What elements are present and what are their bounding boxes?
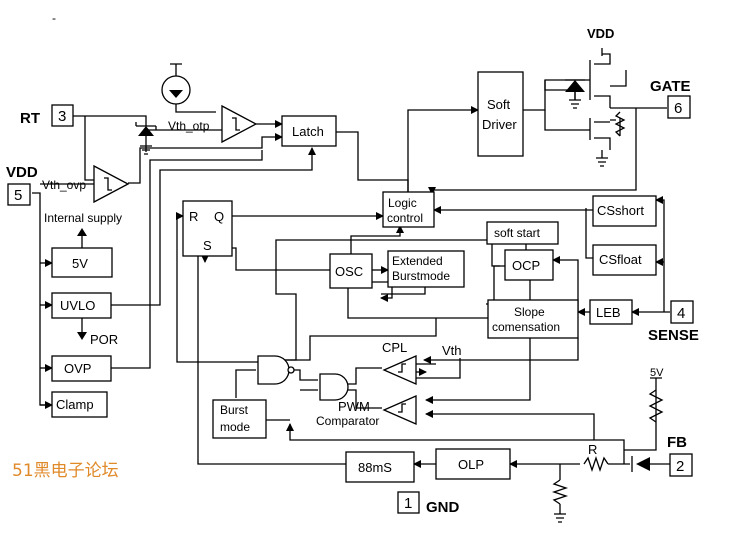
csfloat-block (592, 244, 657, 276)
burst-mode-block (212, 399, 267, 439)
soft-start-block (486, 221, 559, 245)
gnd-resistor-icon (551, 479, 569, 505)
vth-label: Vth (442, 343, 462, 358)
latch-block (281, 115, 337, 147)
cpl-comparator (382, 355, 417, 385)
ovp-label: OVP (64, 361, 91, 376)
slope-label-1: Slope (514, 305, 545, 319)
and-gate-1 (257, 355, 295, 385)
v5-block (51, 247, 113, 278)
vth-otp-label: Vth_otp (168, 119, 210, 133)
pin-vdd-number: 5 (14, 187, 22, 204)
csshort-block (592, 195, 657, 227)
olp-label: OLP (458, 457, 484, 472)
pin-gate-box (667, 95, 691, 119)
fb-pullup-resistor-icon (648, 377, 664, 423)
ovp-comparator (93, 164, 130, 204)
pin-gate-number: 6 (674, 100, 682, 117)
otp-comparator (221, 104, 258, 144)
vdd-top-label: VDD (587, 26, 614, 41)
ovp-block (51, 355, 112, 382)
pin-rt-box (51, 104, 74, 127)
csfloat-label: CSfloat (599, 252, 642, 267)
ocp-block (504, 249, 554, 281)
ground-icon (554, 157, 608, 523)
pin-vdd-name: VDD (6, 164, 38, 181)
pin-sense-number: 4 (677, 305, 685, 322)
clamp-block (51, 391, 108, 418)
watermark: 51黑电子论坛 (12, 461, 119, 481)
rs-r-label: R (189, 209, 198, 224)
leb-label: LEB (596, 305, 621, 320)
cpl-label: CPL (382, 340, 407, 355)
csshort-label: CSshort (597, 203, 644, 218)
logic-control-label-1: Logic (388, 196, 417, 210)
pin-fb-name: FB (667, 434, 687, 451)
soft-driver-label-1: Soft (487, 97, 511, 112)
extended-burstmode-block (387, 250, 465, 288)
driver-zener-icon (565, 79, 585, 109)
pwm-comparator (382, 395, 417, 425)
burst-mode-label-1: Burst (220, 403, 249, 417)
pin-gnd-number: 1 (404, 495, 412, 512)
fb-resistor-label: R (588, 442, 597, 457)
logic-control-label-2: control (387, 211, 423, 225)
ext-burst-label-2: Burstmode (392, 269, 450, 283)
osc-label: OSC (335, 264, 363, 279)
osc-block (329, 253, 373, 289)
internal-supply-label: Internal supply (44, 211, 122, 225)
pin-rt-name: RT (20, 110, 40, 127)
fb-resistor-icon (583, 455, 609, 473)
v5-label: 5V (72, 256, 88, 271)
soft-driver-label-2: Driver (482, 117, 517, 132)
pin-vdd-box (7, 183, 31, 206)
slope-compensation-block (487, 299, 579, 339)
clamp-label: Clamp (56, 397, 94, 412)
leb-block (589, 299, 633, 325)
pin-sense-name: SENSE (648, 327, 699, 344)
ms88-block (345, 451, 415, 483)
pin-rt-number: 3 (58, 108, 66, 125)
and-gate-2 (319, 373, 349, 401)
ext-burst-label-1: Extended (392, 254, 443, 268)
logic-control-block (382, 191, 435, 228)
pin-fb-box (669, 453, 693, 477)
stray-dash: - (52, 11, 56, 25)
uvlo-label: UVLO (60, 298, 95, 313)
rs-q-label: Q (214, 209, 224, 224)
pin-gnd-name: GND (426, 499, 460, 516)
temp-sensor-icon (161, 63, 191, 105)
ms88-label: 88mS (358, 460, 392, 475)
pin-sense-box (670, 300, 694, 324)
gate-resistor-icon (614, 111, 626, 137)
pin-gate-name: GATE (650, 78, 691, 95)
soft-start-label: soft start (494, 226, 541, 240)
rs-flipflop-block (182, 200, 233, 257)
latch-label: Latch (292, 124, 324, 139)
pin-fb-number: 2 (676, 458, 684, 475)
por-label: POR (90, 332, 118, 347)
burst-mode-label-2: mode (220, 420, 250, 434)
soft-driver-block (477, 71, 524, 157)
vth-ovp-label: Vth_ovp (42, 178, 86, 192)
pwm-label: PWM (338, 399, 370, 414)
fb-5v-label: 5V (650, 367, 664, 379)
ocp-label: OCP (512, 258, 540, 273)
pin-gnd-box (397, 491, 420, 514)
uvlo-block (51, 292, 112, 319)
comparator-label: Comparator (316, 414, 379, 428)
slope-label-2: comensation (492, 320, 560, 334)
rt-zener-icon (135, 122, 157, 155)
rs-s-label: S (203, 238, 212, 253)
olp-block (435, 448, 511, 480)
